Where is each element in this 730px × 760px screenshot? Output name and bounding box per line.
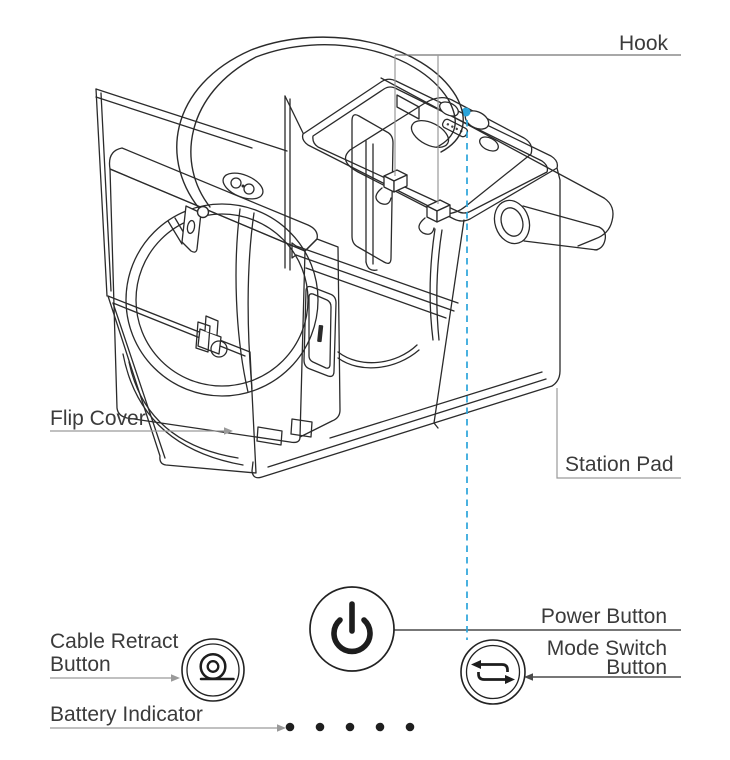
robot-hanging-tab [181,205,202,253]
battery-indicator-label: Battery Indicator [50,703,203,726]
robot-cleaning-pad [125,203,319,397]
robot [108,147,341,446]
mode-switch-label-line2: Button [606,656,667,679]
station-left-wall [95,88,288,297]
safety-rope [176,36,464,219]
battery-dot [375,722,385,732]
station-pad-leader [556,388,681,479]
mode-switch-arrows-icon [471,660,515,684]
slack-rope [337,344,420,369]
flip-cover-arrow [224,427,233,435]
hook-label: Hook [619,32,669,55]
blue-led-dot [461,107,471,117]
power-button-label: Power Button [541,605,667,628]
flip-cover-latch [197,328,222,355]
cable-retract-label-line2: Button [50,653,111,676]
battery-dot [315,722,325,732]
flip-cover [107,295,257,474]
battery-dot [345,722,355,732]
power-button-illustration [309,586,395,672]
battery-dot [285,722,295,732]
mode-switch-arrow [524,673,533,681]
mode-switch-button-illustration [460,639,526,705]
flip-cover-label: Flip Cover [50,407,146,430]
cable-retract-arrow [171,674,180,682]
labels: Hook Flip Cover Station Pad Power Button… [50,32,674,726]
rope-below-hook [429,228,443,341]
cable-retract-label-line1: Cable Retract [50,630,179,653]
station-top-face [301,77,605,222]
battery-indicator-arrow [277,724,286,732]
rope-recess-channel [351,114,394,264]
cable-coil-icon [199,652,235,681]
leader-lines [50,54,681,732]
station-right-face [251,167,561,479]
station-handle [493,197,614,251]
panel-button-small-2 [479,136,499,152]
rope-in-recess [365,140,378,271]
station-rails [291,242,459,319]
mode-switch-label-line1: Mode Switch [547,637,667,660]
cable-retract-button-illustration [181,638,245,702]
battery-dot [405,722,415,732]
device-illustration [95,36,614,479]
power-icon [331,601,373,655]
robot-top-oval [222,172,264,200]
station-back-wall [284,94,420,271]
robot-side-panel [303,285,337,378]
station-pad-label: Station Pad [565,453,674,476]
rope-outlet-hole [410,119,450,149]
battery-indicator-dots [285,722,415,732]
